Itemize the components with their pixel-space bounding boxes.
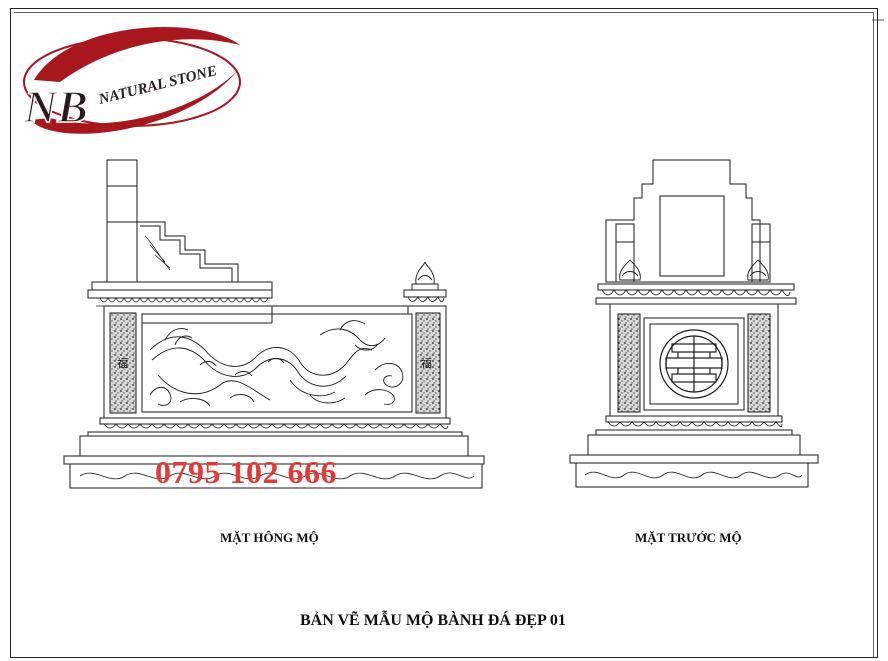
side-pillar-right bbox=[415, 312, 441, 414]
front-top-tablet bbox=[605, 159, 761, 283]
side-base-pattern bbox=[79, 472, 475, 480]
side-pillar-glyph-left: 福 bbox=[117, 356, 128, 370]
front-pillar-right bbox=[747, 313, 771, 413]
side-view-label: MẶT HÔNG MỘ bbox=[220, 530, 319, 545]
front-base-pattern bbox=[584, 471, 803, 479]
front-lotus-left bbox=[619, 259, 641, 281]
front-view-label: MẶT TRƯỚC MỘ bbox=[635, 530, 742, 545]
logo-ellipse bbox=[23, 37, 241, 127]
front-plaque bbox=[659, 195, 725, 277]
side-view bbox=[63, 159, 485, 489]
drawing-frame-inner bbox=[14, 12, 874, 657]
front-lotus-right bbox=[747, 259, 769, 281]
logo-letters: NB bbox=[23, 81, 88, 132]
side-pillar-glyph-right: 福 bbox=[421, 356, 432, 370]
side-stele bbox=[106, 159, 138, 283]
front-view bbox=[569, 159, 819, 488]
brand-logo: NB NATURAL STONE bbox=[22, 27, 241, 134]
front-pillar-left bbox=[617, 313, 641, 413]
side-dragon-relief bbox=[149, 320, 404, 407]
front-longevity-symbol bbox=[659, 329, 729, 399]
drawing-title: BẢN VẼ MẪU MỘ BÀNH ĐÁ ĐẸP 01 bbox=[300, 612, 566, 629]
drawing-frame bbox=[10, 8, 878, 658]
side-roof-lotus bbox=[96, 297, 272, 307]
side-pillar-left bbox=[109, 312, 137, 414]
logo-swoosh-bottom bbox=[30, 70, 238, 134]
side-lotus-finial bbox=[411, 261, 439, 291]
phone-watermark: 0795 102 666 bbox=[155, 454, 337, 490]
side-steps bbox=[137, 221, 239, 282]
